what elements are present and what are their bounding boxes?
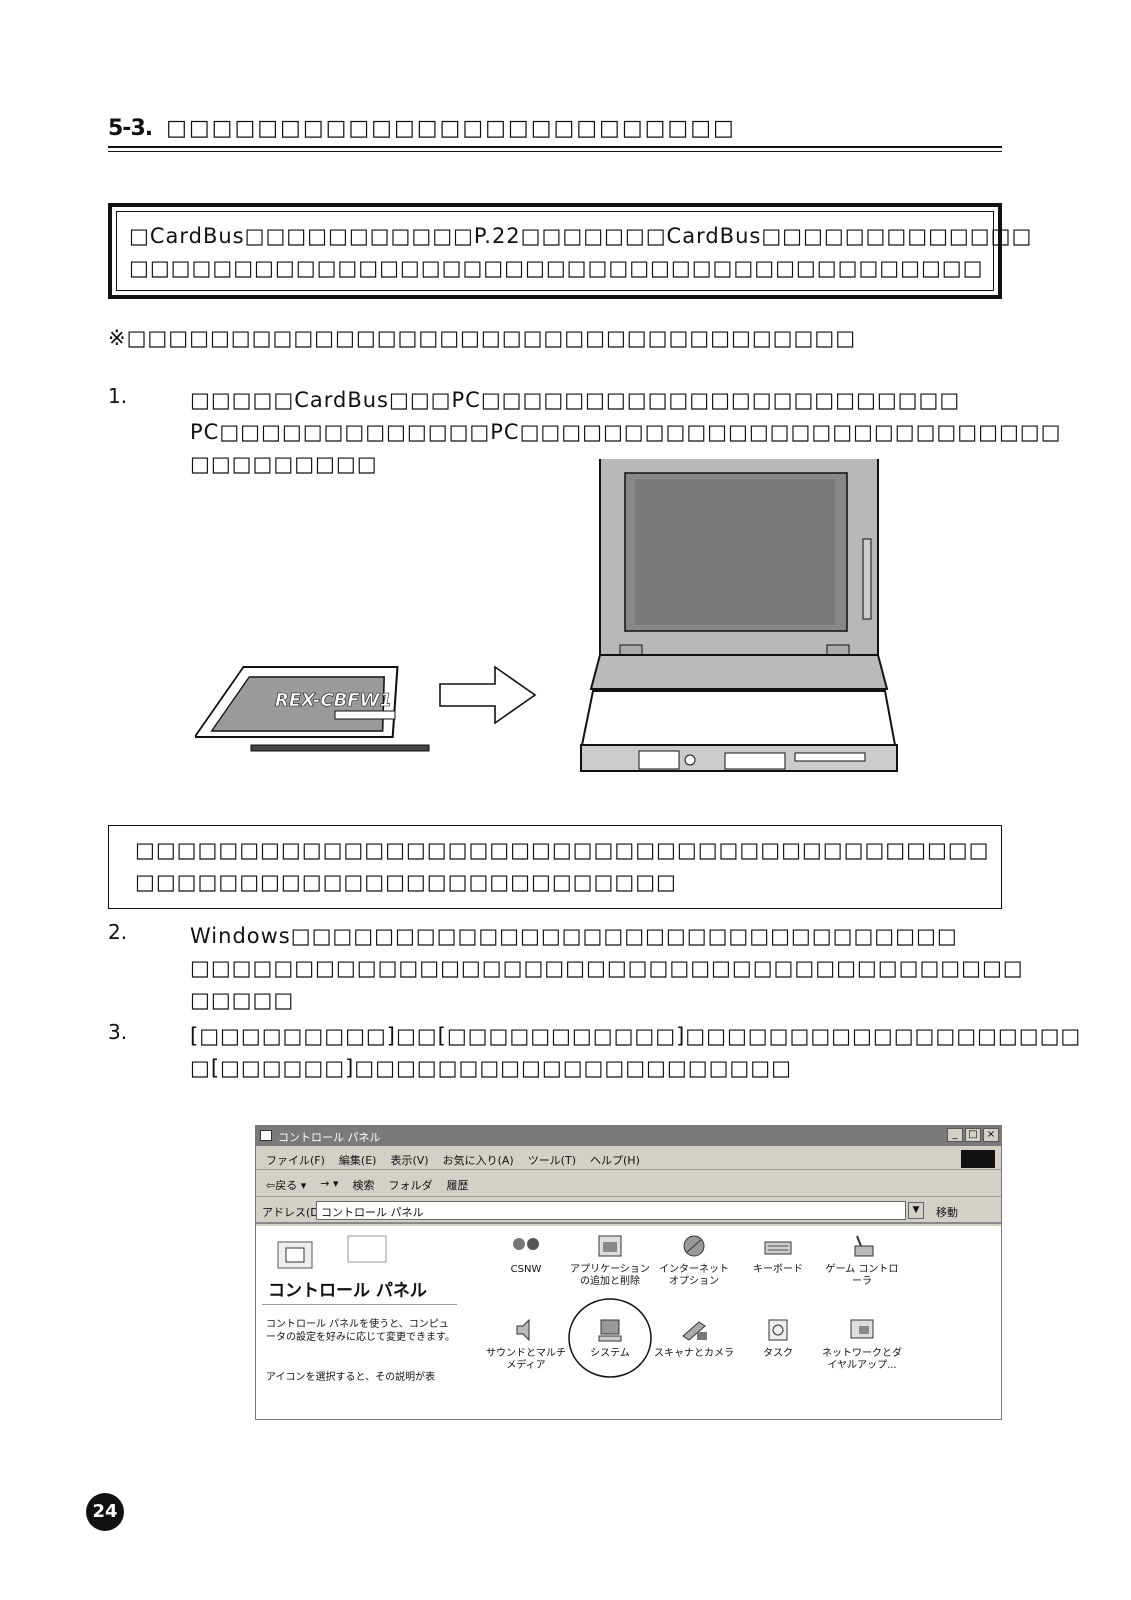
icon-label-scanner: スキャナとカメラ <box>654 1348 734 1359</box>
laptop-illustration <box>580 448 898 772</box>
scanner-camera-icon <box>682 1321 707 1341</box>
menu-file[interactable]: ファイル(F) <box>266 1154 325 1167</box>
system-computer-icon <box>598 1319 622 1342</box>
step-3-number: 3. <box>108 1020 128 1044</box>
icon-scanners-cameras[interactable]: スキャナとカメラ <box>654 1316 734 1360</box>
step-1-line-3: □□□□□□□□□ <box>190 452 378 476</box>
icon-sounds-multimedia[interactable]: サウンドとマルチメディア <box>486 1316 566 1372</box>
minimize-button[interactable]: _ <box>947 1128 963 1142</box>
insert-card-diagram: REX-CBFW1 <box>192 448 925 795</box>
add-remove-programs-icon <box>598 1235 622 1257</box>
step-1-text: □□□□□CardBus□□□PC□□□□□□□□□□□□□□□□□□□□□□□… <box>190 384 1061 480</box>
back-button[interactable]: ⇦戻る ▾ <box>266 1179 307 1192</box>
warning-line-2: □□□□□□□□□□□□□□□□□□□□□□□□□□□□□□□□□□□□□□□□… <box>129 256 984 280</box>
window-titlebar: コントロール パネル _ □ × <box>256 1126 1001 1146</box>
control-panel-header-icon <box>277 1235 387 1269</box>
step-2-number: 2. <box>108 920 128 944</box>
icon-tasks[interactable]: タスク <box>738 1316 818 1360</box>
step-2-line-3: □□□□□ <box>190 988 295 1012</box>
step-3-line-1: [□□□□□□□□□]□□[□□□□□□□□□□□]□□□□□□□□□□□□□□… <box>190 1024 1082 1048</box>
folders-button[interactable]: フォルダ <box>388 1179 433 1192</box>
left-pane: コントロール パネル コントロール パネルを使うと、コンピュータの設定を好みに応… <box>256 1226 461 1419</box>
note-text: ※□□□□□□□□□□□□□□□□□□□□□□□□□□□□□□□□□□□ <box>108 326 857 350</box>
network-client-icon <box>513 1238 539 1250</box>
section-heading: 5-3. □□□□□□□□□□□□□□□□□□□□□□□□□ <box>108 116 1002 156</box>
icon-label-tasks: タスク <box>763 1348 793 1359</box>
icon-label-internet: インターネット オプション <box>659 1264 729 1287</box>
heading-rule-thin <box>108 151 1002 152</box>
step-1-number: 1. <box>108 384 128 408</box>
step-1-line-1: □□□□□CardBus□□□PC□□□□□□□□□□□□□□□□□□□□□□□ <box>190 388 961 412</box>
menu-tools[interactable]: ツール(T) <box>527 1154 576 1167</box>
icon-label-keyboard: キーボード <box>753 1264 803 1275</box>
icon-keyboard[interactable]: キーボード <box>738 1232 818 1276</box>
window-app-icon <box>260 1130 272 1141</box>
maximize-button[interactable]: □ <box>965 1128 981 1142</box>
insert-arrow <box>439 665 537 725</box>
icon-label-system: システム <box>590 1348 630 1359</box>
icon-game-controllers[interactable]: ゲーム コントローラ <box>822 1232 902 1288</box>
icon-label-game: ゲーム コントローラ <box>825 1264 899 1287</box>
toolbar: ⇦戻る ▾ → ▾ 検索 フォルダ 履歴 <box>256 1171 1001 1197</box>
step-1-line-2: PC□□□□□□□□□□□□□PC□□□□□□□□□□□□□□□□□□□□□□□… <box>190 420 1062 444</box>
icon-csnw[interactable]: CSNW <box>486 1232 566 1276</box>
internet-options-icon <box>683 1235 705 1257</box>
icon-network-dialup[interactable]: ネットワークとダイヤルアップ... <box>822 1316 902 1372</box>
menu-help[interactable]: ヘルプ(H) <box>590 1154 640 1167</box>
windows-logo-icon <box>961 1150 995 1168</box>
game-controller-icon <box>854 1235 874 1257</box>
address-dropdown-icon[interactable]: ▼ <box>908 1202 924 1219</box>
address-input[interactable]: コントロール パネル <box>316 1201 906 1220</box>
icon-label-sound: サウンドとマルチメディア <box>486 1348 566 1371</box>
page-number: 24 <box>86 1493 124 1531</box>
go-button[interactable]: 移動 <box>936 1206 958 1219</box>
step-2-text: Windows□□□□□□□□□□□□□□□□□□□□□□□□□□□□□□□□ … <box>190 920 1024 1016</box>
info-box: □□□□□□□□□□□□□□□□□□□□□□□□□□□□□□□□□□□□□□□□… <box>108 825 1002 909</box>
section-number: 5-3. <box>108 116 153 141</box>
icon-system[interactable]: システム <box>570 1316 650 1360</box>
speaker-icon <box>516 1318 530 1342</box>
menu-bar: ファイル(F) 編集(E) 表示(V) お気に入り(A) ツール(T) ヘルプ(… <box>256 1148 1001 1170</box>
step-2-line-2: □□□□□□□□□□□□□□□□□□□□□□□□□□□□□□□□□□□□□□□□ <box>190 956 1024 980</box>
step-3-text: [□□□□□□□□□]□□[□□□□□□□□□□□]□□□□□□□□□□□□□□… <box>190 1020 1081 1084</box>
icon-label-add-remove: アプリケーションの追加と削除 <box>570 1264 650 1287</box>
close-button[interactable]: × <box>983 1128 999 1142</box>
window-controls: _ □ × <box>947 1128 999 1142</box>
warning-box-inner: □CardBus□□□□□□□□□□□P.22□□□□□□□CardBus□□□… <box>116 211 1033 291</box>
heading-rule <box>108 146 1002 148</box>
warning-line-1: □CardBus□□□□□□□□□□□P.22□□□□□□□CardBus□□□… <box>129 224 1033 248</box>
highlight-circle <box>568 1298 652 1378</box>
panel-description: コントロール パネルを使うと、コンピュータの設定を好みに応じて変更できます。 <box>266 1319 455 1343</box>
step-3-line-2: □[□□□□□□]□□□□□□□□□□□□□□□□□□□□□ <box>190 1056 792 1080</box>
info-line-1: □□□□□□□□□□□□□□□□□□□□□□□□□□□□□□□□□□□□□□□□… <box>135 838 990 862</box>
panel-divider <box>262 1304 457 1305</box>
info-line-2: □□□□□□□□□□□□□□□□□□□□□□□□□□ <box>135 870 677 894</box>
menu-view[interactable]: 表示(V) <box>390 1154 429 1167</box>
scheduled-tasks-icon <box>768 1319 788 1341</box>
forward-button[interactable]: → ▾ <box>320 1177 339 1190</box>
window-title: コントロール パネル <box>278 1131 381 1144</box>
icon-label-network: ネットワークとダイヤルアップ... <box>822 1348 902 1371</box>
menu-favorites[interactable]: お気に入り(A) <box>442 1154 514 1167</box>
control-panel-screenshot: コントロール パネル _ □ × ファイル(F) 編集(E) 表示(V) お気に… <box>255 1125 1002 1420</box>
menu-edit[interactable]: 編集(E) <box>338 1154 377 1167</box>
panel-title: コントロール パネル <box>268 1281 427 1301</box>
address-label: アドレス(D) <box>262 1206 324 1219</box>
diagram-illustration: REX-CBFW1 <box>192 448 898 772</box>
pc-card-illustration: REX-CBFW1 <box>192 666 430 752</box>
icon-internet-options[interactable]: インターネット オプション <box>654 1232 734 1288</box>
address-bar: アドレス(D) コントロール パネル ▼ 移動 <box>256 1198 1001 1224</box>
card-label: REX-CBFW1 <box>275 690 392 711</box>
step-2-line-1: Windows□□□□□□□□□□□□□□□□□□□□□□□□□□□□□□□□ <box>190 924 958 948</box>
icon-label-csnw: CSNW <box>510 1264 542 1275</box>
keyboard-icon <box>764 1241 792 1255</box>
panel-hint: アイコンを選択すると、その説明が表 <box>266 1372 436 1383</box>
section-title: □□□□□□□□□□□□□□□□□□□□□□□□□ <box>166 116 736 141</box>
icon-add-remove-programs[interactable]: アプリケーションの追加と削除 <box>570 1232 650 1288</box>
window-content: コントロール パネル コントロール パネルを使うと、コンピュータの設定を好みに応… <box>256 1226 1001 1419</box>
warning-box: □CardBus□□□□□□□□□□□P.22□□□□□□□CardBus□□□… <box>108 203 1033 299</box>
search-button[interactable]: 検索 <box>352 1179 375 1192</box>
history-button[interactable]: 履歴 <box>446 1179 469 1192</box>
network-dialup-icon <box>850 1319 874 1339</box>
